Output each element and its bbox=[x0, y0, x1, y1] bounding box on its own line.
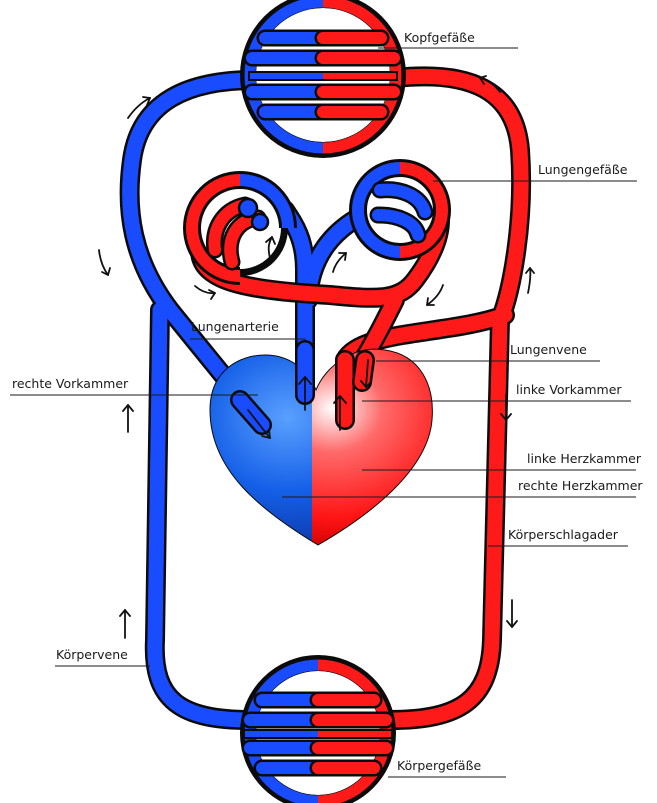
label-koerperschlagader: Körperschlagader bbox=[508, 527, 619, 542]
label-lungengefaesse: Lungengefäße bbox=[538, 162, 628, 177]
left-lung-capillaries bbox=[192, 180, 288, 276]
flow-arrow-icon bbox=[427, 285, 443, 305]
flow-arrow-icon bbox=[526, 268, 534, 293]
label-rechte-vorkammer: rechte Vorkammer bbox=[12, 376, 129, 391]
right-lung-capillaries bbox=[358, 168, 442, 252]
label-koerpergefaesse: Körpergefäße bbox=[397, 758, 481, 773]
body-capillaries bbox=[243, 663, 393, 803]
label-linke-herzkammer: linke Herzkammer bbox=[527, 451, 642, 466]
flow-arrow-icon bbox=[123, 405, 133, 432]
label-linke-vorkammer: linke Vorkammer bbox=[516, 382, 622, 397]
flow-arrow-icon bbox=[195, 286, 215, 299]
head-capillaries bbox=[248, 0, 398, 150]
label-kopfgefaesse: Kopfgefäße bbox=[404, 30, 475, 45]
label-lungenvene: Lungenvene bbox=[510, 342, 587, 357]
label-koerpervene: Körpervene bbox=[56, 647, 128, 662]
heart bbox=[210, 349, 432, 545]
label-rechte-herzkammer: rechte Herzkammer bbox=[518, 478, 643, 493]
flow-arrow-icon bbox=[99, 250, 110, 275]
flow-arrow-icon bbox=[507, 600, 517, 627]
flow-arrow-icon bbox=[120, 610, 130, 638]
label-lungenarterie: Lungenarterie bbox=[191, 319, 279, 334]
flow-arrow-icon bbox=[333, 253, 346, 272]
